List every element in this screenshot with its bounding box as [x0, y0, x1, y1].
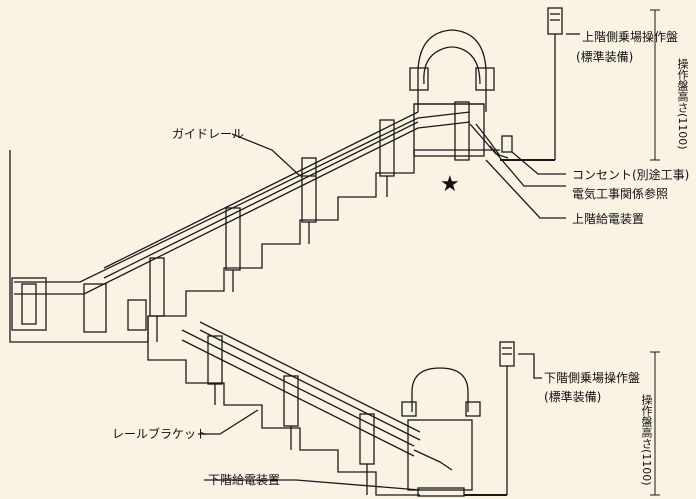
- lower-chair: [401, 367, 481, 497]
- outlet-box: [501, 135, 513, 153]
- lower-panel-height-label: 操作盤高さ(1100): [640, 394, 653, 486]
- upper-panel-standard-label: (標準装備): [576, 50, 634, 64]
- lower-power-label: 下階給電装置: [208, 473, 281, 487]
- upper-rail-brackets: [149, 101, 470, 342]
- electrical-reference-label: 電気工事関係参照: [572, 187, 669, 201]
- lower-panel-label: 下階側乗場操作盤: [544, 371, 641, 385]
- star-marker: ★: [440, 172, 460, 197]
- lower-rail-brackets: [207, 335, 375, 495]
- lower-staircase: [147, 316, 420, 496]
- outlet-label: コンセント(別途工事): [572, 168, 690, 182]
- upper-panel-box: [547, 7, 563, 35]
- upper-chair: [409, 29, 495, 157]
- upper-panel-label: 上階側乗場操作盤: [582, 30, 679, 44]
- guide-rail-label: ガイドレール: [172, 127, 245, 141]
- upper-panel-height-label: 操作盤高さ(1100): [676, 58, 689, 150]
- lower-panel-standard-label: (標準装備): [544, 390, 602, 404]
- rail-bracket-label: レールブラケット: [112, 427, 209, 441]
- upper-power-label: 上階給電装置: [572, 212, 645, 226]
- upper-guide-rail: [14, 111, 471, 283]
